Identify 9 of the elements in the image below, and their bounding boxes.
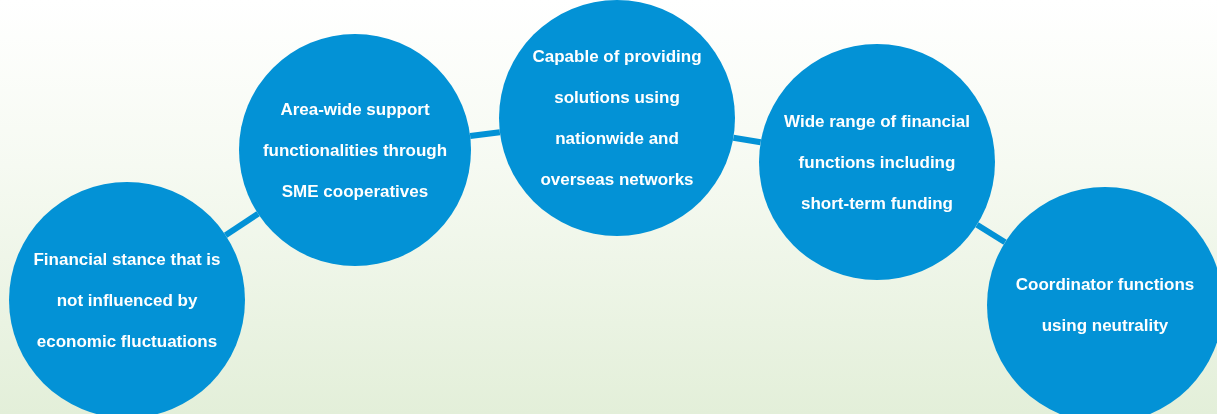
node-text: Coordinator functions using neutrality: [1015, 274, 1195, 337]
connector-line: [469, 129, 501, 139]
connector-line: [975, 222, 1007, 245]
connector-line: [732, 134, 762, 146]
connector-line: [223, 211, 260, 238]
node-text: Financial stance that is not influenced by economic fluctuations: [32, 248, 222, 353]
node-text: Capable of providing solutions using nationwide and overseas networks: [531, 46, 703, 191]
node-text: Area-wide support functionalities through SME cooperatives: [261, 98, 449, 203]
node-text: Wide range of financial functions including short-term funding: [783, 110, 971, 215]
